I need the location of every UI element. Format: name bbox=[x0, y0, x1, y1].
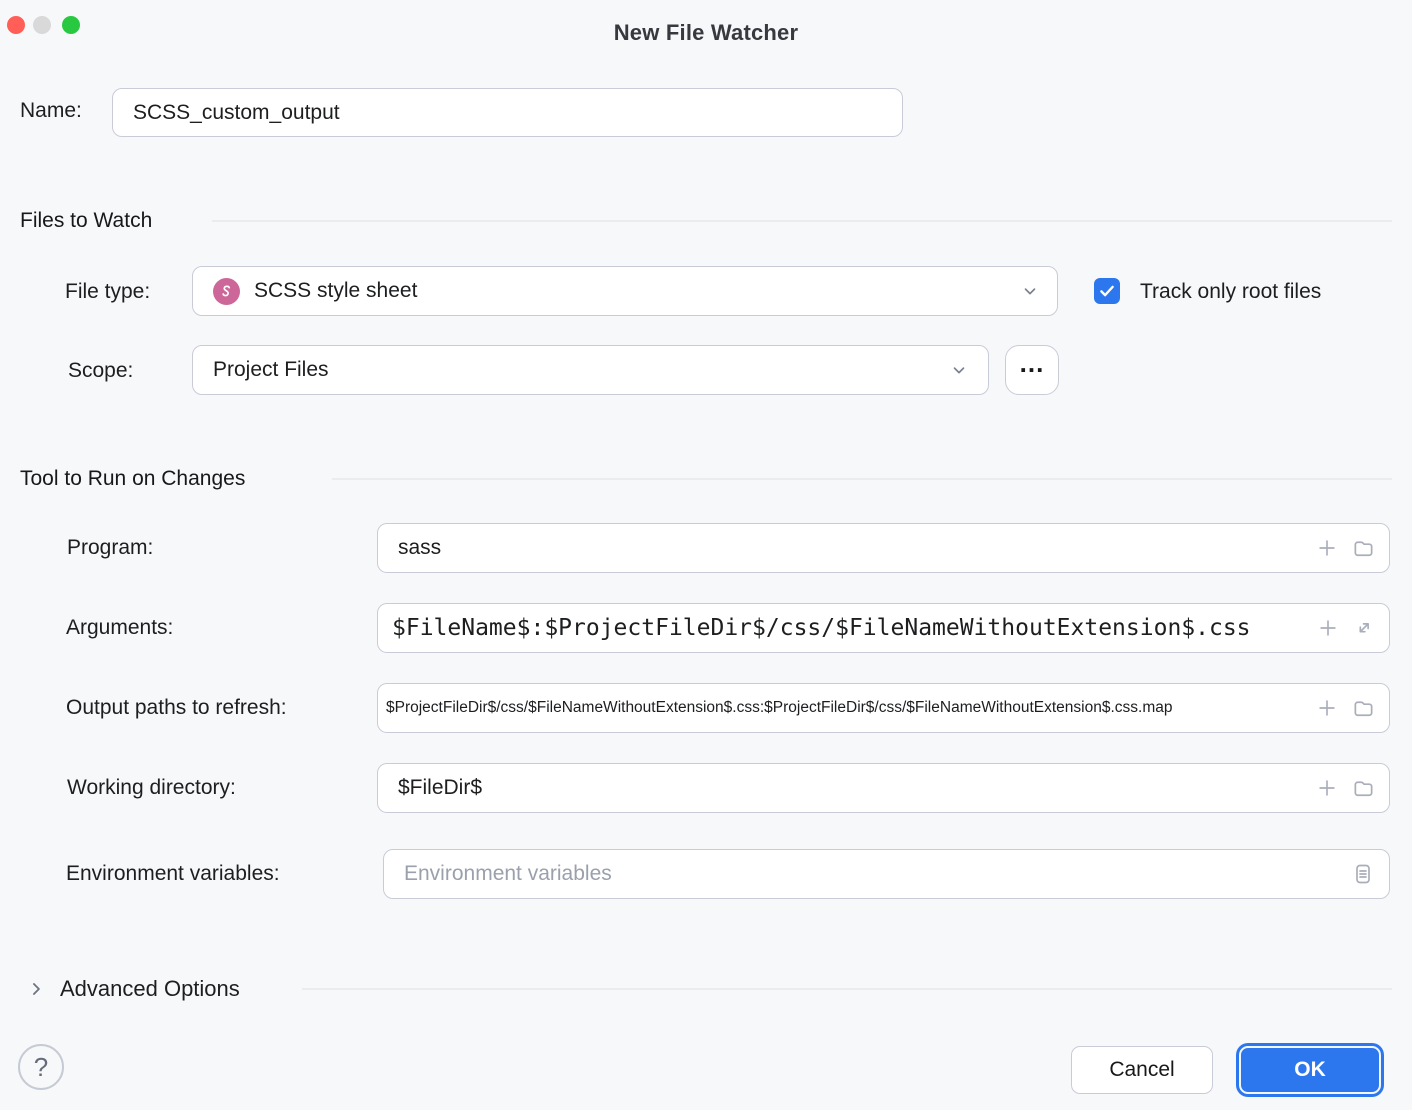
name-input-wrapper bbox=[112, 88, 903, 137]
chevron-down-icon bbox=[1021, 282, 1039, 300]
working-directory-input-wrapper bbox=[377, 763, 1390, 813]
section-divider bbox=[212, 220, 1392, 222]
cancel-button[interactable]: Cancel bbox=[1071, 1046, 1213, 1094]
insert-macro-icon[interactable] bbox=[1316, 537, 1338, 559]
chevron-down-icon bbox=[950, 361, 968, 379]
output-paths-input[interactable] bbox=[386, 699, 1316, 717]
file-type-value: SCSS style sheet bbox=[254, 279, 418, 302]
folder-browse-icon[interactable] bbox=[1352, 697, 1375, 720]
program-input[interactable] bbox=[398, 536, 1316, 560]
edit-variables-list-icon[interactable] bbox=[1351, 862, 1375, 886]
chevron-right-icon[interactable] bbox=[26, 979, 46, 999]
program-label: Program: bbox=[67, 536, 154, 559]
arguments-label: Arguments: bbox=[66, 616, 174, 639]
help-button[interactable]: ? bbox=[18, 1044, 64, 1090]
checkmark-icon bbox=[1100, 285, 1114, 297]
working-directory-input[interactable] bbox=[398, 776, 1316, 800]
file-type-dropdown[interactable]: SCSS style sheet bbox=[192, 266, 1058, 316]
folder-browse-icon[interactable] bbox=[1352, 777, 1375, 800]
name-label: Name: bbox=[20, 99, 82, 122]
environment-variables-input-wrapper bbox=[383, 849, 1390, 899]
name-input[interactable] bbox=[133, 100, 888, 125]
track-only-root-files-label: Track only root files bbox=[1140, 280, 1322, 303]
zoom-window-button[interactable] bbox=[62, 16, 80, 34]
environment-variables-label: Environment variables: bbox=[66, 862, 280, 885]
insert-macro-icon[interactable] bbox=[1317, 617, 1339, 639]
program-input-wrapper bbox=[377, 523, 1390, 573]
advanced-options-toggle[interactable]: Advanced Options bbox=[60, 976, 240, 1001]
arguments-input-wrapper bbox=[377, 603, 1390, 653]
file-type-label: File type: bbox=[65, 280, 151, 303]
section-divider bbox=[302, 988, 1392, 990]
scope-label: Scope: bbox=[68, 359, 134, 382]
section-divider bbox=[332, 478, 1392, 480]
window-title: New File Watcher bbox=[613, 20, 799, 45]
folder-browse-icon[interactable] bbox=[1352, 537, 1375, 560]
scope-browse-button[interactable]: ... bbox=[1005, 345, 1059, 395]
scope-value: Project Files bbox=[213, 358, 329, 381]
sass-icon bbox=[213, 277, 240, 305]
tool-section-title: Tool to Run on Changes bbox=[20, 467, 246, 490]
output-paths-label: Output paths to refresh: bbox=[66, 696, 287, 719]
insert-macro-icon[interactable] bbox=[1316, 777, 1338, 799]
arguments-input[interactable] bbox=[392, 615, 1317, 641]
output-paths-input-wrapper bbox=[377, 683, 1390, 733]
scope-dropdown[interactable]: Project Files bbox=[192, 345, 989, 395]
expand-field-icon[interactable] bbox=[1353, 617, 1375, 639]
environment-variables-input[interactable] bbox=[404, 862, 1351, 886]
files-to-watch-section-title: Files to Watch bbox=[20, 209, 153, 232]
track-only-root-files-checkbox[interactable] bbox=[1094, 278, 1120, 304]
insert-macro-icon[interactable] bbox=[1316, 697, 1338, 719]
close-window-button[interactable] bbox=[7, 16, 25, 34]
working-directory-label: Working directory: bbox=[67, 776, 236, 799]
minimize-window-button[interactable] bbox=[33, 16, 51, 34]
ok-button[interactable]: OK bbox=[1239, 1046, 1381, 1094]
